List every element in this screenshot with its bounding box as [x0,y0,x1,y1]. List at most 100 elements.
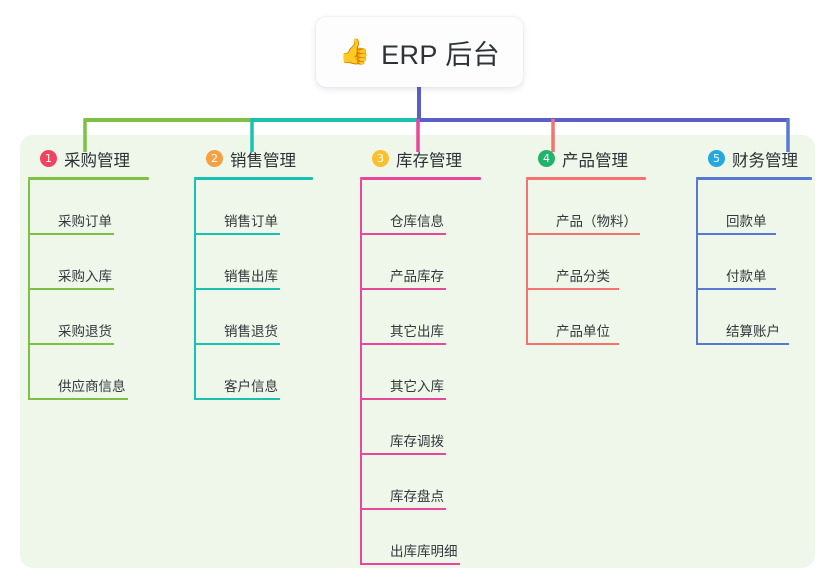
leaf-item[interactable]: 其它出库 [360,290,530,345]
leaf-list: 产品（物料） 产品分类产品单位 [526,180,701,345]
leaf-spine [360,180,362,565]
leaf-item[interactable]: 产品分类 [526,235,701,290]
leaf-item-underline [696,343,789,345]
column-underline [194,177,313,180]
leaf-spine [526,180,528,345]
leaf-item-label: 产品分类 [556,269,610,284]
leaf-item[interactable]: 采购订单 [28,180,188,235]
leaf-item-label: 其它入库 [390,379,444,394]
leaf-item-underline [526,343,619,345]
leaf-item-label: 采购退货 [58,324,112,339]
leaf-item-label: 仓库信息 [390,214,444,229]
leaf-item[interactable]: 销售出库 [194,235,354,290]
leaf-item-label: 供应商信息 [58,379,126,394]
leaf-item[interactable]: 出库库明细 [360,510,530,565]
leaf-item-label: 销售订单 [224,214,278,229]
column-header-2[interactable]: 2 销售管理 [194,146,354,171]
leaf-item-label: 客户信息 [224,379,278,394]
column-underline [28,177,149,180]
leaf-item-underline [28,233,114,235]
leaf-item-underline [360,453,446,455]
leaf-item-label: 库存盘点 [390,489,444,504]
leaf-item[interactable]: 供应商信息 [28,345,188,400]
leaf-item-label: 付款单 [726,269,767,284]
column-财务管理: 5 财务管理回款单付款单结算账户 [696,146,839,345]
leaf-item-label: 出库库明细 [390,544,458,559]
leaf-item[interactable]: 库存盘点 [360,455,530,510]
leaf-item[interactable]: 销售订单 [194,180,354,235]
leaf-item[interactable]: 回款单 [696,180,839,235]
column-库存管理: 3 库存管理仓库信息产品库存其它出库其它入库库存调拨库存盘点出库库明细 [360,146,530,565]
column-underline [526,177,646,180]
leaf-spine [696,180,698,345]
leaf-item-underline [526,288,619,290]
leaf-item-label: 库存调拨 [390,434,444,449]
column-badge: 4 [538,150,555,167]
leaf-item[interactable]: 库存调拨 [360,400,530,455]
column-badge: 3 [372,150,389,167]
leaf-item-underline [194,288,280,290]
leaf-item[interactable]: 产品库存 [360,235,530,290]
leaf-item[interactable]: 仓库信息 [360,180,530,235]
leaf-item-underline [194,343,280,345]
column-header-4[interactable]: 4 产品管理 [526,146,701,171]
column-title: 库存管理 [396,151,462,170]
column-badge: 5 [708,150,725,167]
leaf-item[interactable]: 产品（物料） [526,180,701,235]
leaf-spine [28,180,30,400]
column-header-3[interactable]: 3 库存管理 [360,146,530,171]
column-销售管理: 2 销售管理销售订单销售出库销售退货客户信息 [194,146,354,400]
leaf-item[interactable]: 付款单 [696,235,839,290]
leaf-item[interactable]: 采购入库 [28,235,188,290]
leaf-item[interactable]: 其它入库 [360,345,530,400]
leaf-item-label: 产品（物料） [556,214,637,229]
leaf-spine [194,180,196,400]
leaf-item-underline [696,288,776,290]
leaf-item-underline [360,288,446,290]
leaf-item-underline [194,398,280,400]
leaf-item-underline [28,288,114,290]
leaf-item-label: 结算账户 [726,324,780,339]
column-badge: 2 [206,150,223,167]
column-title: 产品管理 [562,151,628,170]
root-node-label: ERP 后台 [381,39,501,70]
leaf-item-underline [28,398,128,400]
leaf-list: 采购订单采购入库采购退货供应商信息 [28,180,188,400]
root-node[interactable]: 👍 ERP 后台 [316,17,523,87]
column-header-5[interactable]: 5 财务管理 [696,146,839,171]
leaf-item-label: 销售出库 [224,269,278,284]
leaf-item-underline [28,343,114,345]
leaf-item-label: 采购入库 [58,269,112,284]
column-underline [360,177,481,180]
leaf-item-label: 采购订单 [58,214,112,229]
column-title: 财务管理 [732,151,798,170]
column-header-1[interactable]: 1 采购管理 [28,146,188,171]
leaf-item-label: 销售退货 [224,324,278,339]
leaf-item-label: 产品单位 [556,324,610,339]
leaf-item-underline [360,233,446,235]
leaf-list: 仓库信息产品库存其它出库其它入库库存调拨库存盘点出库库明细 [360,180,530,565]
leaf-item[interactable]: 客户信息 [194,345,354,400]
column-underline [696,177,812,180]
leaf-item[interactable]: 产品单位 [526,290,701,345]
column-badge: 1 [40,150,57,167]
column-title: 销售管理 [230,151,296,170]
leaf-item-underline [360,508,446,510]
leaf-item[interactable]: 结算账户 [696,290,839,345]
leaf-item-underline [360,563,460,565]
column-title: 采购管理 [64,151,130,170]
leaf-list: 回款单付款单结算账户 [696,180,839,345]
leaf-item-underline [696,233,776,235]
column-产品管理: 4 产品管理产品（物料） 产品分类产品单位 [526,146,701,345]
root-node-content: 👍 ERP 后台 [339,33,500,72]
leaf-item-underline [194,233,280,235]
leaf-item-underline [360,343,446,345]
leaf-list: 销售订单销售出库销售退货客户信息 [194,180,354,400]
diagram-panel [20,135,815,568]
leaf-item[interactable]: 采购退货 [28,290,188,345]
leaf-item[interactable]: 销售退货 [194,290,354,345]
leaf-item-label: 回款单 [726,214,767,229]
leaf-item-underline [526,233,640,235]
